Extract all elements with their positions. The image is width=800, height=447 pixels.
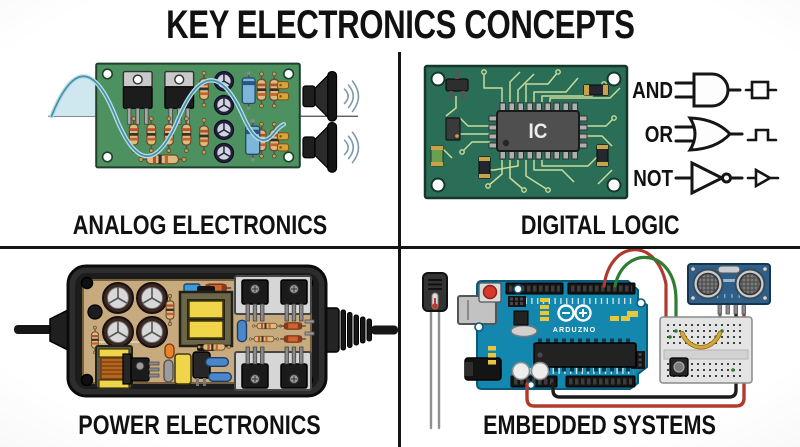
power-cable-right bbox=[320, 307, 398, 353]
sound-waves-icon bbox=[343, 131, 360, 164]
breadboard-groove bbox=[663, 349, 749, 360]
horizontal-divider bbox=[0, 246, 800, 249]
pcb-traces bbox=[432, 71, 621, 191]
or-gate-label: OR bbox=[645, 122, 673, 147]
ultrasonic-sensor bbox=[687, 263, 771, 315]
not-gate-row: NOT bbox=[633, 160, 780, 196]
orange-capacitor bbox=[164, 343, 175, 359]
power-transistor bbox=[241, 279, 269, 322]
red-wire bbox=[602, 249, 668, 330]
board-mounting-holes bbox=[474, 284, 646, 390]
smd-chip bbox=[513, 310, 529, 326]
power-cable-left bbox=[14, 307, 71, 353]
pcb-mounting-holes bbox=[101, 68, 295, 163]
power-transistor bbox=[280, 346, 308, 389]
digital-label-text: DIGITAL LOGIC bbox=[520, 209, 680, 240]
connector-pins bbox=[304, 319, 315, 336]
gold-pads bbox=[488, 298, 638, 365]
to220-transistor bbox=[122, 70, 153, 125]
reset-button bbox=[478, 282, 502, 303]
sound-waves-icon bbox=[343, 80, 360, 113]
digital-quadrant-label: DIGITAL LOGIC bbox=[400, 205, 800, 245]
yellow-wire bbox=[680, 331, 722, 349]
speaker bbox=[302, 122, 338, 173]
arduino-brand-text: ARDUZNO bbox=[553, 325, 597, 334]
ic-chip: IC bbox=[488, 102, 588, 160]
pcb-vias bbox=[459, 69, 617, 193]
blue-capacitor bbox=[204, 357, 230, 367]
yellow-capacitor bbox=[174, 353, 192, 385]
vertical-divider bbox=[398, 52, 401, 447]
power-transistor bbox=[280, 279, 308, 322]
usb-port bbox=[457, 295, 497, 325]
or-gate-row: OR bbox=[645, 116, 778, 152]
sensor-screws bbox=[690, 266, 768, 301]
green-wire bbox=[613, 255, 678, 330]
board-capacitors bbox=[511, 361, 550, 381]
not-gate-label: NOT bbox=[633, 166, 673, 191]
speaker bbox=[302, 70, 338, 122]
smd-resistor bbox=[583, 84, 609, 96]
sot23-transistor bbox=[445, 71, 469, 99]
power-transistor bbox=[241, 346, 269, 389]
round-capacitor bbox=[87, 304, 103, 320]
sine-wave bbox=[49, 74, 287, 159]
and-gate-row: AND bbox=[632, 72, 778, 108]
microcontroller-dip bbox=[533, 338, 637, 372]
black-wire bbox=[551, 306, 738, 399]
red-wire bbox=[525, 306, 746, 408]
jumper-wires bbox=[525, 249, 746, 408]
power-label-text: POWER ELECTRONICS bbox=[78, 409, 322, 440]
embedded-label-text: EMBEDDED SYSTEMS bbox=[483, 409, 717, 440]
analog-electronics-illustration bbox=[48, 62, 360, 173]
and-gate-label: AND bbox=[632, 78, 673, 103]
push-button bbox=[669, 357, 689, 377]
digital-logic-illustration: IC AND OR NOT bbox=[423, 64, 780, 200]
power-electronics-illustration bbox=[14, 264, 398, 398]
blue-capacitor bbox=[207, 372, 233, 382]
transducer bbox=[734, 268, 766, 300]
to220-with-heatsink bbox=[122, 353, 160, 385]
analog-label-text: ANALOG ELECTRONICS bbox=[72, 209, 328, 240]
title-bar: KEY ELECTRONICS CONCEPTS bbox=[0, 0, 800, 50]
gray-capacitor bbox=[163, 359, 174, 383]
embedded-quadrant-label: EMBEDDED SYSTEMS bbox=[400, 405, 800, 445]
embedded-systems-illustration: ARDUZNO bbox=[422, 249, 771, 430]
breadboard bbox=[659, 316, 753, 384]
analog-quadrant-label: ANALOG ELECTRONICS bbox=[0, 205, 400, 245]
pcb-mounting-holes bbox=[430, 71, 622, 193]
transducer bbox=[692, 268, 724, 300]
blue-capacitor bbox=[236, 319, 248, 343]
arduino-logo bbox=[557, 304, 592, 322]
ic-chip-label: IC bbox=[529, 120, 548, 143]
crystal-oscillator bbox=[510, 324, 538, 338]
sensor-text-mark bbox=[722, 279, 738, 282]
power-quadrant-label: POWER ELECTRONICS bbox=[0, 405, 400, 445]
transformer bbox=[178, 286, 234, 351]
temperature-sensor bbox=[422, 272, 448, 430]
smd-components bbox=[430, 117, 609, 179]
arduino-board: ARDUZNO bbox=[457, 280, 648, 390]
page-title: KEY ELECTRONICS CONCEPTS bbox=[165, 2, 635, 47]
